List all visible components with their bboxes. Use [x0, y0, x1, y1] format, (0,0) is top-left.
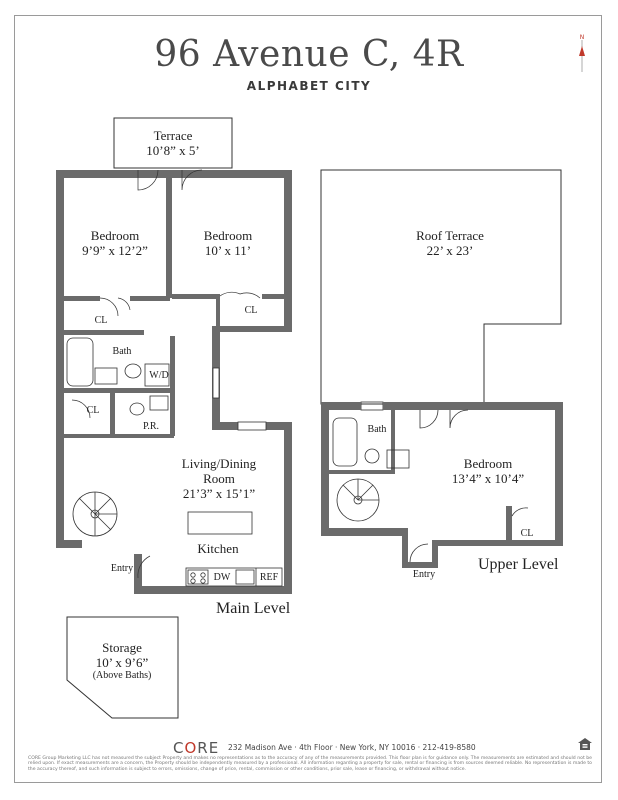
entry-upper-label: Entry [412, 569, 436, 580]
closet-right-label: CL [244, 305, 258, 316]
bedroom-right-label: Bedroom 10’ x 11’ [203, 228, 253, 258]
upper-level-label: Upper Level [478, 556, 559, 573]
door-swings-main [71, 169, 261, 579]
main-level-label: Main Level [216, 600, 291, 617]
closet-left-label: CL [94, 315, 108, 326]
closet-upper-label: CL [520, 528, 534, 539]
storage-label: Storage 10’ x 9’6” (Above Baths) [92, 640, 152, 681]
bedroom-left-label: Bedroom 9’9” x 12’2” [82, 228, 148, 258]
page-border [14, 15, 602, 783]
closet-mid-label: CL [86, 405, 100, 416]
kitchen-label: Kitchen [197, 541, 239, 556]
terrace-label: Terrace 10’8” x 5’ [146, 128, 200, 158]
equal-housing-icon [578, 738, 592, 750]
brand-logo: CORE [173, 739, 220, 757]
upper-fixtures [332, 409, 529, 563]
living-dining-label: Living/Dining Room 21’3” x 15’1” [181, 456, 257, 501]
window-markers [212, 367, 384, 431]
page-title: 96 Avenue C, 4R [154, 34, 464, 75]
bath-main-label: Bath [112, 346, 132, 357]
roof-terrace-label: Roof Terrace 22’ x 23’ [416, 228, 484, 258]
footer-address: 232 Madison Ave · 4th Floor · New York, … [228, 743, 476, 752]
svg-text:N: N [580, 34, 585, 41]
refrigerator-label: REF [259, 572, 279, 583]
washer-dryer-label: W/D [149, 370, 169, 381]
storage-outline [66, 616, 179, 719]
entry-main-label: Entry [110, 563, 134, 574]
bath-upper-label: Bath [367, 424, 387, 435]
spiral-stair-main [72, 491, 118, 537]
dishwasher-label: DW [213, 572, 231, 583]
main-bath-fixtures [66, 337, 170, 416]
page-subtitle: ALPHABET CITY [246, 79, 372, 93]
footer-disclaimer: CORE Group Marketing LLC has not measure… [28, 756, 592, 772]
kitchen-fixtures [185, 511, 283, 587]
powder-room-label: P.R. [142, 421, 160, 432]
terrace-outline [113, 117, 233, 169]
north-arrow-icon: N [579, 34, 585, 72]
bedroom-upper-label: Bedroom 13’4” x 10’4” [451, 456, 525, 486]
upper-level-walls [321, 402, 563, 568]
